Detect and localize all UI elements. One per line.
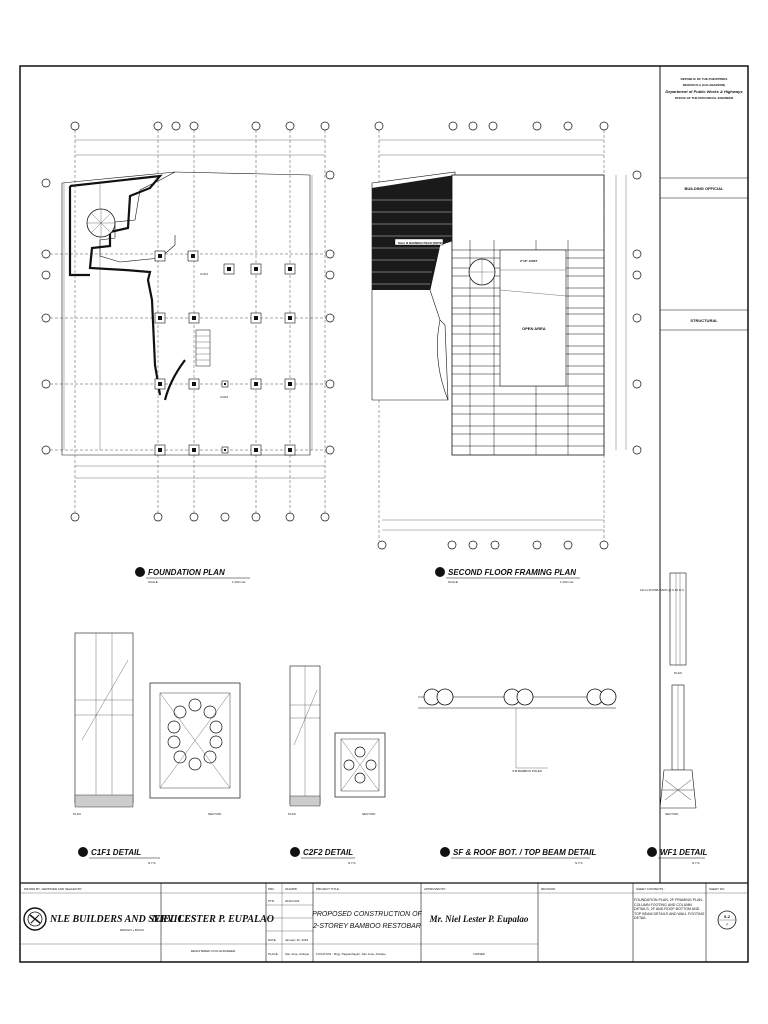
c2f2-detail-title: C2F2 DETAIL xyxy=(303,848,353,857)
bamboo-pole-note: 4"Ø BAMBOO POLES xyxy=(512,769,542,773)
sheet-contents-label: SHEET CONTENTS : xyxy=(636,887,665,891)
project-title-line2: 2-STOREY BAMBOO RESTOBAR xyxy=(312,923,421,930)
owner-name: Mr. Niel Lester P. Eupalao xyxy=(429,914,529,924)
foundation-footings xyxy=(154,250,296,456)
location-label: LOCATION : xyxy=(316,952,333,956)
place-value: San Jose, Antique xyxy=(285,952,310,956)
sheet-contents-box: FOUNDATION PLAN, 2F FRAMING PLAN, COLUMN… xyxy=(634,898,705,921)
c1f1-section-label: SECTION xyxy=(208,812,221,816)
firm-logo xyxy=(23,907,47,931)
ptr-value: 2019-0123 xyxy=(285,899,300,903)
wf1-detail-title: WF1 DETAIL xyxy=(660,848,708,857)
title-strip-right: REPUBLIC OF THE PHILIPPINES REGION IV-A … xyxy=(659,66,748,883)
sheet-code: S-2 xyxy=(724,914,731,919)
sheet-no-label: SHEET NO. xyxy=(709,887,725,891)
foundation-scale: 1:100 mts. xyxy=(232,580,246,584)
sf-roof-beam-detail: 4"Ø BAMBOO POLES SF & ROOF BOT. / TOP BE… xyxy=(418,688,617,865)
firm-subtitle: DESIGN + BUILD xyxy=(120,928,145,932)
foundation-plan-title: FOUNDATION PLAN xyxy=(148,568,225,577)
c1f1-scale: N.T.S. xyxy=(148,861,156,865)
wf1-rebar-note: 12mm Ø RSB BARS @ 0.20 O.C. xyxy=(640,588,685,592)
engineer-name: NIEL LESTER P. EUPALAO xyxy=(151,914,274,925)
office-text: OFFICE OF THE PROVINCIAL ENGINEER xyxy=(675,96,734,100)
firm-name: NLE BUILDERS AND SERVICES xyxy=(49,914,197,925)
foundation-grid-top xyxy=(41,121,335,522)
prc-label: PRC xyxy=(268,887,275,891)
drawn-by-label: DRAWN BY, CERTIFIED AND SEALED BY: xyxy=(24,887,82,891)
wf1-detail: PLAN SECTION 12mm Ø RSB BARS @ 0.20 O.C.… xyxy=(640,572,708,865)
project-title-label: PROJECT TITLE: xyxy=(316,887,340,891)
sheet-of: 7 xyxy=(726,922,729,927)
sf-roof-detail-title: SF & ROOF BOT. / TOP BEAM DETAIL xyxy=(453,848,596,857)
framing-grid-bubbles xyxy=(374,121,642,550)
date-value: January 16, 2019 xyxy=(285,938,309,942)
joist-label: 2"x6" JOIST xyxy=(520,259,538,263)
owner-label: OWNER xyxy=(473,952,485,956)
bamboo-pegs-note: 6mm Ø BAMBOO PEGS (NOTE) xyxy=(398,241,443,245)
project-title-line1: PROPOSED CONSTRUCTION OF xyxy=(312,911,422,918)
revision-label: REVISION xyxy=(541,887,555,891)
c2f2-bamboo-ring xyxy=(343,746,377,784)
wf1-section-label: SECTION xyxy=(665,812,678,816)
second-floor-plan-title: SECOND FLOOR FRAMING PLAN xyxy=(448,568,576,577)
c2f2-detail: PLAN SECTION C2F2 DETAIL N.T.S. xyxy=(288,665,386,865)
c2f2-plan-label: PLAN xyxy=(288,812,296,816)
dept-text: Department of Public Works & Highways xyxy=(665,89,743,94)
wf1-scale: N.T.S. xyxy=(692,861,700,865)
place-label: PLACE xyxy=(268,952,278,956)
republic-text: REPUBLIC OF THE PHILIPPINES xyxy=(681,77,728,81)
footing-label-c1f1: C1/F1 xyxy=(200,272,209,276)
sf-roof-scale: N.T.S. xyxy=(575,861,583,865)
footing-label-c2f2: C2/F2 xyxy=(220,395,229,399)
prc-value: 0122458 xyxy=(285,887,297,891)
c2f2-scale: N.T.S. xyxy=(348,861,356,865)
c1f1-detail-title: C1F1 DETAIL xyxy=(91,848,141,857)
wf1-plan-label: PLAN xyxy=(674,671,682,675)
c1f1-bamboo-ring xyxy=(167,698,223,771)
foundation-stairs xyxy=(195,329,211,367)
open-area-label: OPEN AREA xyxy=(522,326,546,331)
date-label: DATE xyxy=(268,938,276,942)
approved-by-label: APPROVED BY: xyxy=(424,887,446,891)
foundation-plan: C1/F1 C2/F2 FOUNDATION PLAN SCALE 1:100 … xyxy=(41,121,335,584)
structural-label: STRUCTURAL xyxy=(690,318,718,323)
engineer-title: REGISTERED CIVIL ENGINEER xyxy=(191,949,236,953)
location-value: Brgy. Pagsanhayan, San Jose, Antique xyxy=(334,952,386,956)
building-official-label: BUILDING OFFICIAL xyxy=(685,186,724,191)
second-floor-scale: 1:100 mts. xyxy=(560,580,574,584)
second-floor-scale-label: SCALE xyxy=(448,580,458,584)
region-text: REGION IV-A (CALABARZON) xyxy=(683,83,725,87)
second-floor-framing-plan: 6mm Ø BAMBOO PEGS (NOTE) OPEN AREA 2"x6"… xyxy=(371,121,642,584)
bottom-title-block: DRAWN BY, CERTIFIED AND SEALED BY: NLE B… xyxy=(20,883,748,962)
sheet-contents-text: FOUNDATION PLAN, 2F FRAMING PLAN, COLUMN… xyxy=(634,898,705,921)
c1f1-detail: PLAN SECTION C1F1 DETAIL N.T.S. xyxy=(73,632,241,865)
ptr-label: PTR xyxy=(268,899,275,903)
c2f2-section-label: SECTION xyxy=(362,812,375,816)
c1f1-plan-label: PLAN xyxy=(73,812,81,816)
foundation-scale-label: SCALE xyxy=(148,580,158,584)
